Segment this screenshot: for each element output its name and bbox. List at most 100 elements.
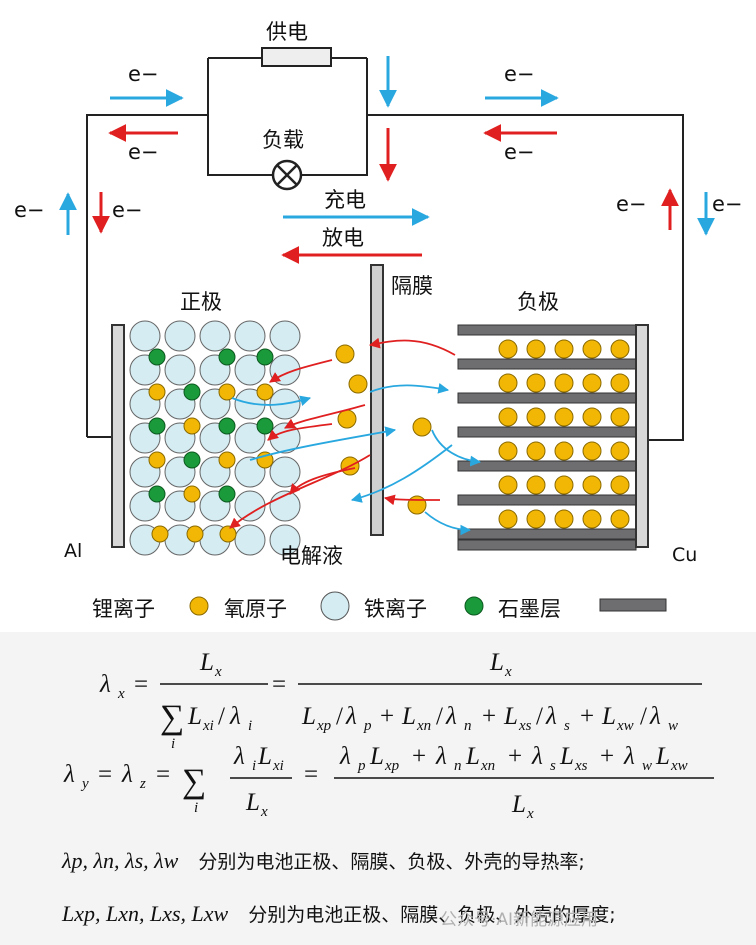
svg-text:/: / bbox=[336, 703, 343, 730]
li-ion bbox=[498, 475, 518, 495]
svg-text:i: i bbox=[252, 758, 256, 774]
li-ion bbox=[498, 407, 518, 427]
graphite-layer bbox=[457, 324, 637, 336]
li-ion bbox=[498, 339, 518, 359]
svg-text:p: p bbox=[357, 758, 366, 774]
svg-text:/: / bbox=[436, 703, 443, 730]
svg-text:L: L bbox=[489, 649, 504, 676]
svg-text:+: + bbox=[508, 743, 522, 770]
legend-fe-label: 铁离子 bbox=[364, 597, 427, 621]
electron-label: e− bbox=[504, 62, 535, 86]
legend-o-label: 氧原子 bbox=[224, 597, 287, 621]
svg-text:xp: xp bbox=[316, 718, 332, 734]
svg-text:L: L bbox=[199, 649, 214, 676]
li-ion bbox=[582, 407, 602, 427]
oxygen-atom bbox=[269, 456, 301, 488]
svg-text:L: L bbox=[401, 703, 416, 730]
svg-text:=: = bbox=[134, 671, 148, 698]
label-separator: 隔膜 bbox=[391, 274, 433, 298]
li-ion bbox=[498, 509, 518, 529]
svg-text:n: n bbox=[454, 758, 462, 774]
li-ion bbox=[610, 441, 630, 461]
svg-text:λ: λ bbox=[345, 703, 357, 730]
svg-text:L: L bbox=[465, 743, 480, 770]
oxygen-atom bbox=[234, 422, 266, 454]
iron-ion bbox=[218, 417, 236, 435]
label-cu: Cu bbox=[672, 544, 698, 566]
svg-text:+: + bbox=[580, 703, 594, 730]
svg-text:i: i bbox=[194, 800, 198, 816]
li-ion bbox=[610, 509, 630, 529]
iron-ion bbox=[148, 485, 166, 503]
note-conductivity: λp, λn, λs, λw 分别为电池正极、隔膜、负极、外壳的导热率; bbox=[62, 847, 585, 874]
graphite-layer bbox=[457, 528, 637, 540]
svg-text:λ: λ bbox=[435, 743, 447, 770]
li-ion bbox=[554, 407, 574, 427]
svg-text:xs: xs bbox=[574, 758, 588, 774]
iron-ion bbox=[183, 451, 201, 469]
li-ion bbox=[610, 373, 630, 393]
legend-symbols bbox=[189, 591, 667, 621]
electron-label: e− bbox=[712, 192, 743, 216]
li-ion bbox=[526, 441, 546, 461]
oxygen-atom bbox=[199, 320, 231, 352]
svg-text:=: = bbox=[98, 761, 112, 788]
svg-text:∑: ∑ bbox=[182, 763, 206, 800]
li-ion bbox=[610, 339, 630, 359]
li-ion bbox=[610, 407, 630, 427]
graphite-layer bbox=[457, 460, 637, 472]
li-ion bbox=[219, 525, 237, 543]
electron-label: e− bbox=[14, 198, 45, 222]
li-ion bbox=[526, 339, 546, 359]
li-ion bbox=[148, 383, 166, 401]
electron-label: e− bbox=[616, 192, 647, 216]
svg-text:=: = bbox=[156, 761, 170, 788]
svg-text:L: L bbox=[257, 743, 272, 770]
li-ion bbox=[582, 339, 602, 359]
graphite-layer bbox=[457, 392, 637, 404]
svg-text:L: L bbox=[369, 743, 384, 770]
svg-text:λ: λ bbox=[623, 743, 635, 770]
li-ion bbox=[582, 475, 602, 495]
svg-text:L: L bbox=[601, 703, 616, 730]
note-thickness: Lxp, Lxn, Lxs, Lxw 分别为电池正极、隔膜、负极、外壳的厚度; bbox=[62, 900, 616, 927]
li-ion bbox=[498, 373, 518, 393]
svg-text:λ: λ bbox=[233, 743, 245, 770]
li-ion bbox=[151, 525, 169, 543]
li-ion bbox=[554, 509, 574, 529]
svg-text:y: y bbox=[80, 776, 89, 792]
svg-text:λ: λ bbox=[229, 703, 241, 730]
svg-text:λ: λ bbox=[63, 761, 75, 788]
svg-text:L: L bbox=[559, 743, 574, 770]
legend-fe-icon bbox=[464, 596, 484, 616]
li-ion bbox=[183, 485, 201, 503]
electron-label: e− bbox=[128, 62, 159, 86]
svg-text:x: x bbox=[117, 686, 125, 702]
li-ion bbox=[610, 475, 630, 495]
li-ion bbox=[526, 475, 546, 495]
label-al: Al bbox=[64, 540, 83, 562]
circuit-wires bbox=[86, 57, 684, 441]
svg-text:z: z bbox=[139, 776, 146, 792]
li-ion bbox=[526, 509, 546, 529]
note-conductivity-text: 分别为电池正极、隔膜、负极、外壳的导热率; bbox=[198, 851, 585, 873]
li-ion bbox=[218, 451, 236, 469]
power-supply bbox=[261, 47, 332, 67]
svg-text:∑: ∑ bbox=[160, 699, 184, 736]
oxygen-atom bbox=[164, 354, 196, 386]
legend-graphite-icon bbox=[599, 598, 667, 612]
svg-text:+: + bbox=[482, 703, 496, 730]
svg-text:xw: xw bbox=[670, 758, 688, 774]
svg-text:w: w bbox=[642, 758, 652, 774]
load-lamp-icon bbox=[271, 159, 303, 191]
graphite-layer bbox=[457, 426, 637, 438]
svg-text:x: x bbox=[526, 806, 534, 822]
svg-text:λ: λ bbox=[545, 703, 557, 730]
li-ion bbox=[554, 475, 574, 495]
svg-text:λ: λ bbox=[445, 703, 457, 730]
label-anode: 负极 bbox=[517, 290, 559, 314]
svg-text:+: + bbox=[600, 743, 614, 770]
li-ion bbox=[582, 373, 602, 393]
svg-text:xw: xw bbox=[616, 718, 634, 734]
